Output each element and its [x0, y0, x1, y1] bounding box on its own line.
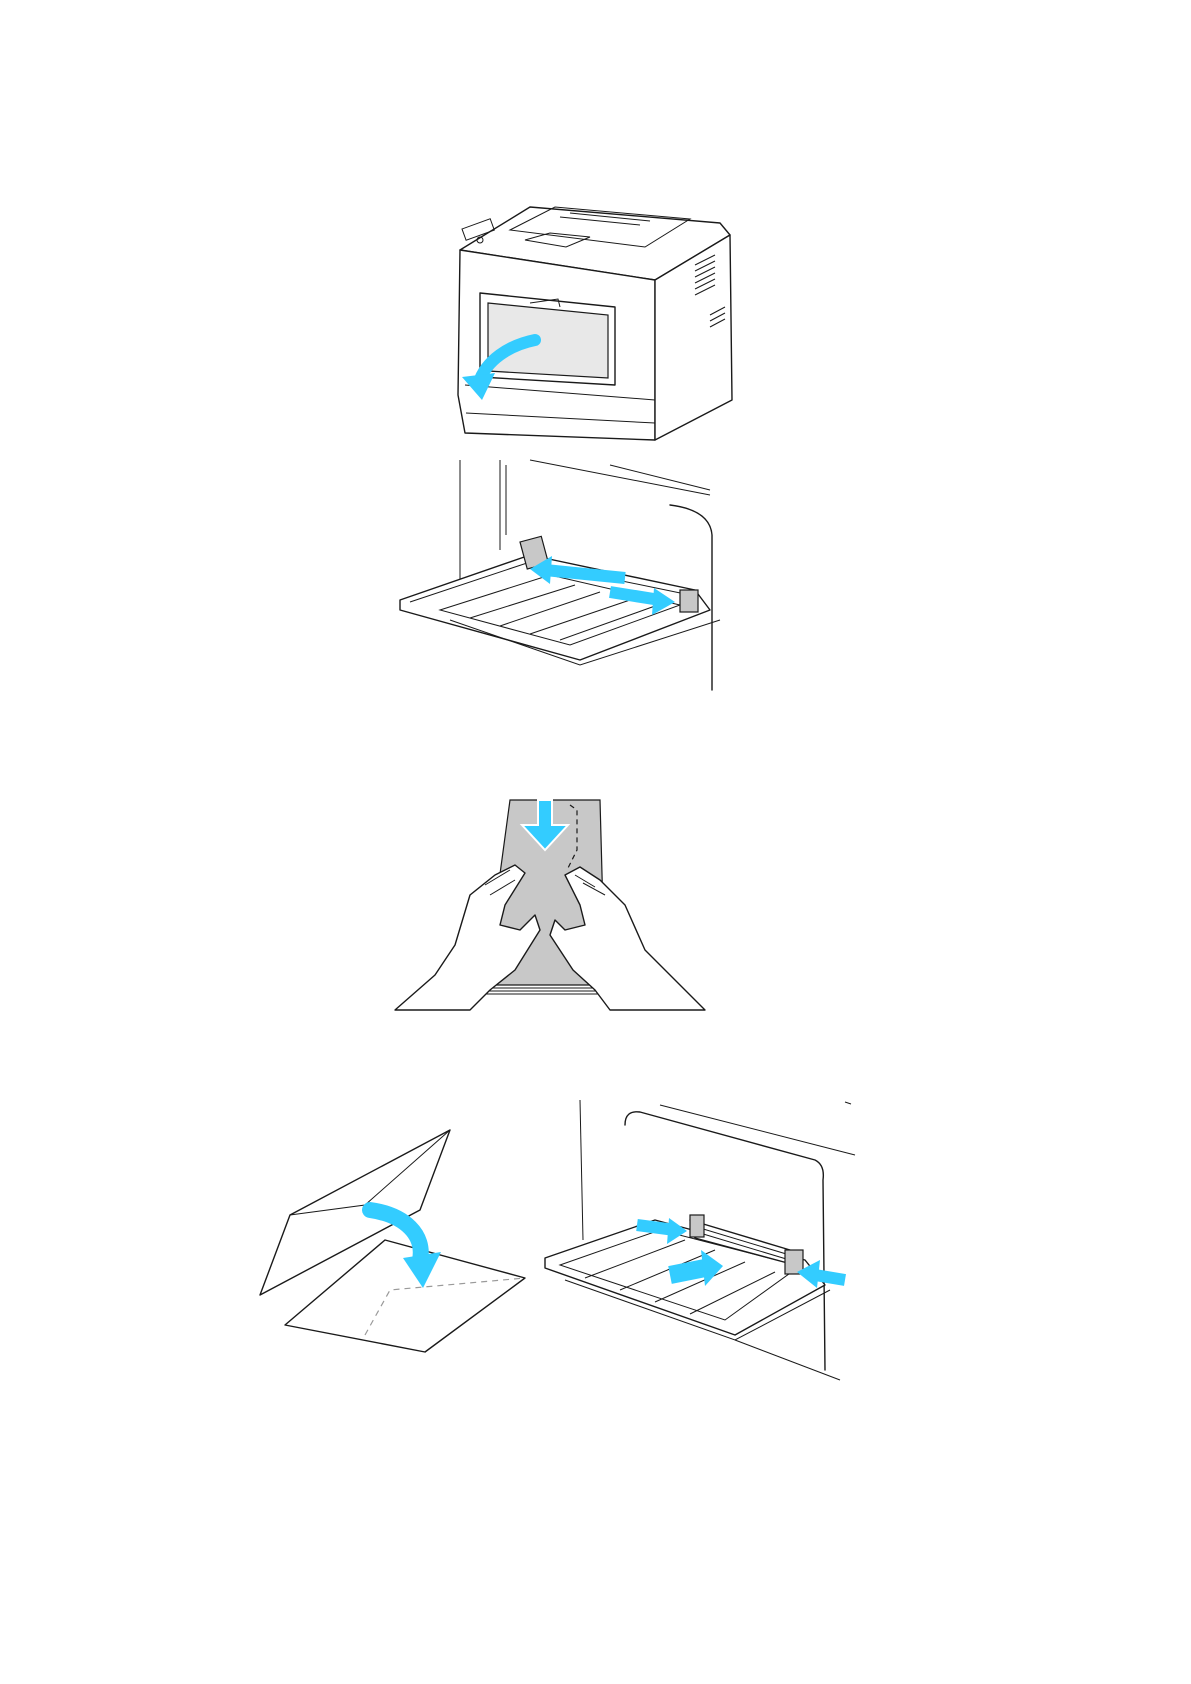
- envelope-fold-figure: [255, 1130, 535, 1355]
- tray-guides-figure: [430, 460, 760, 690]
- printer-open-tray-figure: [440, 195, 750, 445]
- envelope-load-figure: [545, 1100, 865, 1390]
- hands-envelopes-figure: [395, 795, 705, 1010]
